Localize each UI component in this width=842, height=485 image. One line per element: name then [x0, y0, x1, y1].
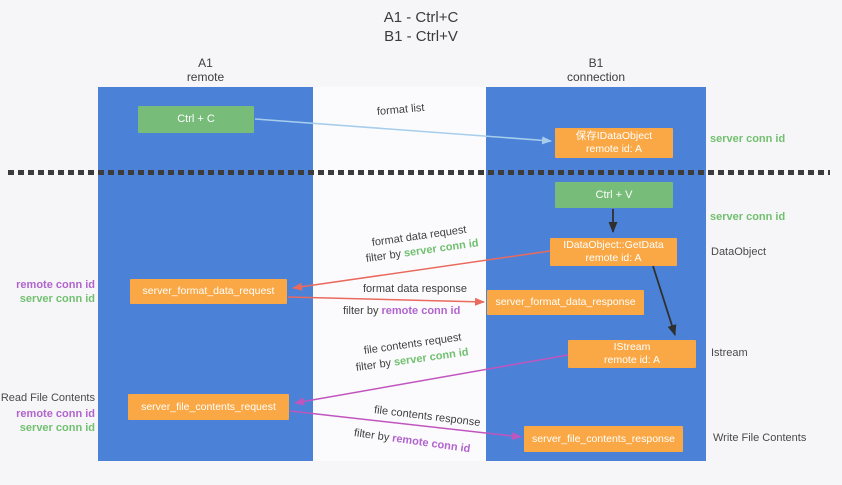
label-server-conn-id-mid: server conn id: [710, 211, 786, 223]
label-istream: Istream: [711, 347, 748, 359]
node-istream-line2: remote id: A: [603, 354, 661, 366]
label-server-conn-id-left2: server conn id: [19, 422, 95, 434]
edge-label-format-data-response: format data response: [363, 283, 467, 295]
node-server-format-data-response: server_format_data_response: [487, 290, 644, 315]
node-save-idataobject: 保存IDataObject remote id: A: [555, 128, 673, 158]
node-server-file-contents-request: server_file_contents_request: [128, 394, 289, 420]
node-getdata-line1: IDataObject::GetData: [563, 239, 664, 251]
label-dataobject: DataObject: [711, 246, 767, 258]
lane-gap: [313, 87, 486, 461]
label-remote-conn-id-left1: remote conn id: [16, 279, 95, 291]
diagram-title: A1 - Ctrl+C B1 - Ctrl+V: [0, 8, 842, 46]
node-istream: IStream remote id: A: [568, 340, 696, 368]
filter-by-text: filter by: [343, 305, 379, 317]
node-save-idataobject-line2: remote id: A: [585, 143, 643, 155]
node-istream-line1: IStream: [613, 341, 651, 353]
node-ctrl-v: Ctrl + V: [555, 182, 673, 208]
lane-a1-subtitle: remote: [186, 70, 225, 84]
title-line-a1: A1 - Ctrl+C: [383, 9, 459, 26]
dotted-divider: [8, 170, 830, 175]
label-read-file-contents: Read File Contents: [0, 392, 95, 404]
node-ctrl-c: Ctrl + C: [138, 106, 254, 133]
node-save-idataobject-line1: 保存IDataObject: [575, 130, 653, 142]
filter-remote-conn-id: remote conn id: [381, 305, 461, 317]
lane-header-b1: B1 connection: [486, 56, 706, 84]
lane-b1-subtitle: connection: [566, 70, 626, 84]
label-server-conn-id-top: server conn id: [710, 133, 786, 145]
title-line-b1: B1 - Ctrl+V: [384, 28, 458, 45]
label-server-conn-id-left1: server conn id: [19, 293, 95, 305]
node-idataobject-getdata: IDataObject::GetData remote id: A: [550, 238, 677, 266]
lane-header-a1: A1 remote: [98, 56, 313, 84]
lane-b1-name: B1: [588, 56, 604, 70]
node-server-file-contents-response: server_file_contents_response: [524, 426, 683, 452]
lane-a1-name: A1: [198, 56, 213, 70]
label-remote-conn-id-left2: remote conn id: [16, 408, 95, 420]
node-server-format-data-request: server_format_data_request: [130, 279, 287, 304]
node-getdata-line2: remote id: A: [585, 252, 642, 264]
label-write-file-contents: Write File Contents: [713, 432, 807, 444]
